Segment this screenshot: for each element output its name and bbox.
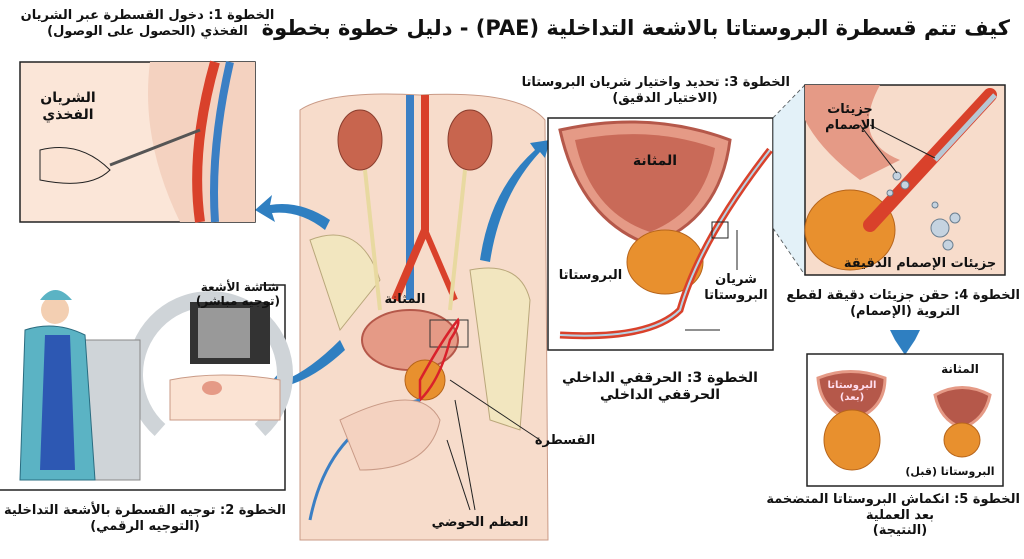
step5-bladder-label: المثانة	[941, 362, 979, 376]
step5-caption: الخطوة 5: انكماش البروستاتا المتضخمة بعد…	[766, 492, 1020, 539]
embolic-particles-label-line1: جزيئات	[827, 102, 873, 117]
step3-caption: الخطوة 3: الحرقفي الداخلي الحرقفي الداخل…	[560, 370, 760, 404]
arrow-to-step3	[480, 140, 550, 262]
step5-caption-line1: الخطوة 5: انكماش البروستاتا المتضخمة	[766, 492, 1020, 507]
pelvic-bone-label: العظم الحوضي	[431, 515, 529, 530]
step4-panel	[804, 84, 1006, 276]
step3-title-line2: (الاختيار الدقيق)	[612, 90, 718, 106]
step5-panel	[806, 353, 1004, 487]
step2-caption-line1: الخطوة 2: توجيه القسطرة بالأشعة التداخلي…	[4, 503, 286, 518]
femoral-artery-label-line1: الشريان	[40, 90, 96, 106]
kidney-left	[337, 109, 383, 171]
step4-caption: الخطوة 4: حقن جزيئات دقيقة لقطع التروية …	[786, 288, 1020, 319]
xray-screen-label-line2: (توجيه مباشر)	[195, 294, 280, 309]
arrow-to-step1	[255, 195, 330, 230]
step1-caption-line1: الخطوة 1: دخول القسطرة عبر الشريان	[20, 8, 275, 23]
step1-panel	[19, 60, 256, 223]
step2-caption-line2: (التوجيه الرقمي)	[90, 518, 200, 534]
central-anatomy	[299, 93, 549, 541]
step2-caption: الخطوة 2: توجيه القسطرة بالأشعة التداخلي…	[0, 503, 290, 534]
micro-particles-label: جزيئات الإصمام الدقيقة	[843, 256, 997, 271]
step3-title-line1: الخطوة 3: تحديد واختيار شريان البروستاتا	[521, 75, 790, 90]
step3-title: الخطوة 3: تحديد واختيار شريان البروستاتا…	[521, 75, 790, 106]
step3-panel	[547, 117, 774, 351]
step3-caption-line2: الحرقفي الداخلي	[599, 386, 721, 403]
step3-caption-line1: الخطوة 3: الحرقفي الداخلي	[562, 370, 758, 386]
step3-bladder-label: المثانة	[632, 153, 678, 169]
center-bladder-label: المثانة	[384, 292, 426, 307]
step3-prostate-label: البروستاتا	[558, 268, 623, 283]
step1-caption-line2: الفخذي (الحصول على الوصول)	[47, 23, 248, 39]
step2-panel	[0, 284, 293, 491]
page-title: كيف تتم قسطرة البروستاتا بالاشعة التداخل…	[261, 16, 1010, 40]
embolic-particles-label-line2: الإصمام	[825, 117, 875, 133]
catheter-label: القسطرة	[534, 433, 596, 448]
prostate-before-label: البروستاتا (قبل)	[905, 465, 995, 478]
femoral-artery-label: الشريان الفخذي	[28, 90, 108, 124]
xray-screen-label: شاشة الأشعة (توجيه مباشر)	[195, 280, 280, 309]
femoral-artery-label-line2: الفخذي	[42, 106, 94, 123]
step5-caption-line3: (النتيجة)	[872, 523, 928, 539]
prostate-artery-label: شريان البروستاتا	[700, 272, 772, 303]
prostate-artery-label-line2: البروستاتا	[704, 287, 768, 303]
prostate-artery-label-line1: شريان	[715, 272, 757, 287]
step1-caption: الخطوة 1: دخول القسطرة عبر الشريان الفخذ…	[20, 8, 275, 39]
kidney-right	[447, 109, 493, 171]
step4-caption-line2: التروية (الإصمام)	[850, 303, 960, 319]
prostate-after-label: البروستاتا (بعد)	[820, 380, 884, 404]
prostate	[404, 359, 446, 401]
step5-caption-line2: بعد العملية	[865, 507, 935, 523]
prostate-after-label-line1: البروستاتا	[827, 380, 877, 391]
prostate-after-label-line2: (بعد)	[839, 392, 865, 403]
step4-caption-line1: الخطوة 4: حقن جزيئات دقيقة لقطع	[786, 288, 1020, 303]
arrow-to-step5	[890, 330, 920, 355]
embolic-particles-label: جزيئات الإصمام	[820, 102, 880, 133]
xray-screen-label-line1: شاشة الأشعة	[200, 280, 280, 294]
